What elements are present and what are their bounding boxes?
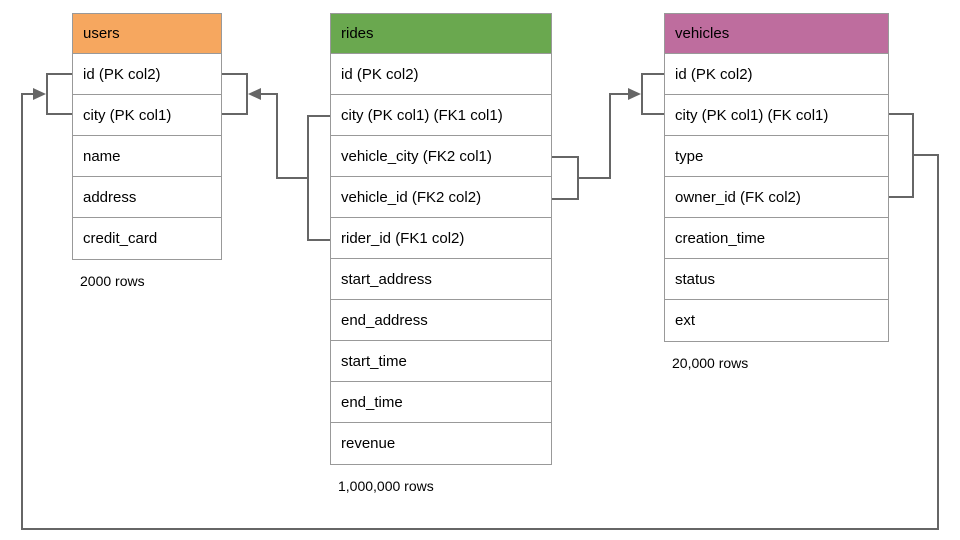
column-row: start_address: [331, 259, 551, 300]
column-row: end_address: [331, 300, 551, 341]
column-row: city (PK col1) (FK1 col1): [331, 95, 551, 136]
table-vehicles: vehicles id (PK col2)city (PK col1) (FK …: [664, 13, 889, 371]
column-row: address: [73, 177, 221, 218]
table-vehicles-columns: id (PK col2)city (PK col1) (FK col1)type…: [665, 54, 888, 341]
column-row: city (PK col1): [73, 95, 221, 136]
rides-to-vehicles-line: [578, 93, 630, 179]
arrowhead-into-users-left: [33, 88, 46, 100]
rides-right-bracket: [552, 156, 579, 200]
column-row: vehicle_city (FK2 col1): [331, 136, 551, 177]
column-row: name: [73, 136, 221, 177]
column-row: start_time: [331, 341, 551, 382]
column-row: owner_id (FK col2): [665, 177, 888, 218]
rides-left-bracket: [307, 115, 330, 241]
users-left-bracket: [46, 73, 72, 115]
table-vehicles-header: vehicles: [665, 14, 888, 54]
vehicles-right-bracket: [889, 113, 914, 198]
table-rides-columns: id (PK col2)city (PK col1) (FK1 col1)veh…: [331, 54, 551, 464]
column-row: id (PK col2): [331, 54, 551, 95]
table-users-rowcount: 2000 rows: [80, 273, 145, 289]
arrowhead-into-users-right: [248, 88, 261, 100]
table-rides-header: rides: [331, 14, 551, 54]
column-row: id (PK col2): [665, 54, 888, 95]
table-rides-box: rides id (PK col2)city (PK col1) (FK1 co…: [330, 13, 552, 465]
column-row: revenue: [331, 423, 551, 464]
column-row: vehicle_id (FK2 col2): [331, 177, 551, 218]
column-row: rider_id (FK1 col2): [331, 218, 551, 259]
table-vehicles-box: vehicles id (PK col2)city (PK col1) (FK …: [664, 13, 889, 342]
column-row: ext: [665, 300, 888, 341]
column-row: status: [665, 259, 888, 300]
table-users-header: users: [73, 14, 221, 54]
column-row: creation_time: [665, 218, 888, 259]
column-row: id (PK col2): [73, 54, 221, 95]
table-rides: rides id (PK col2)city (PK col1) (FK1 co…: [330, 13, 552, 494]
vehicles-left-bracket: [641, 73, 664, 115]
column-row: type: [665, 136, 888, 177]
column-row: city (PK col1) (FK col1): [665, 95, 888, 136]
table-vehicles-rowcount: 20,000 rows: [672, 355, 749, 371]
table-rides-rowcount: 1,000,000 rows: [338, 478, 434, 494]
users-right-bracket: [222, 73, 248, 115]
column-row: end_time: [331, 382, 551, 423]
column-row: credit_card: [73, 218, 221, 259]
arrowhead-into-vehicles-left: [628, 88, 641, 100]
rides-to-users-line: [259, 93, 308, 179]
